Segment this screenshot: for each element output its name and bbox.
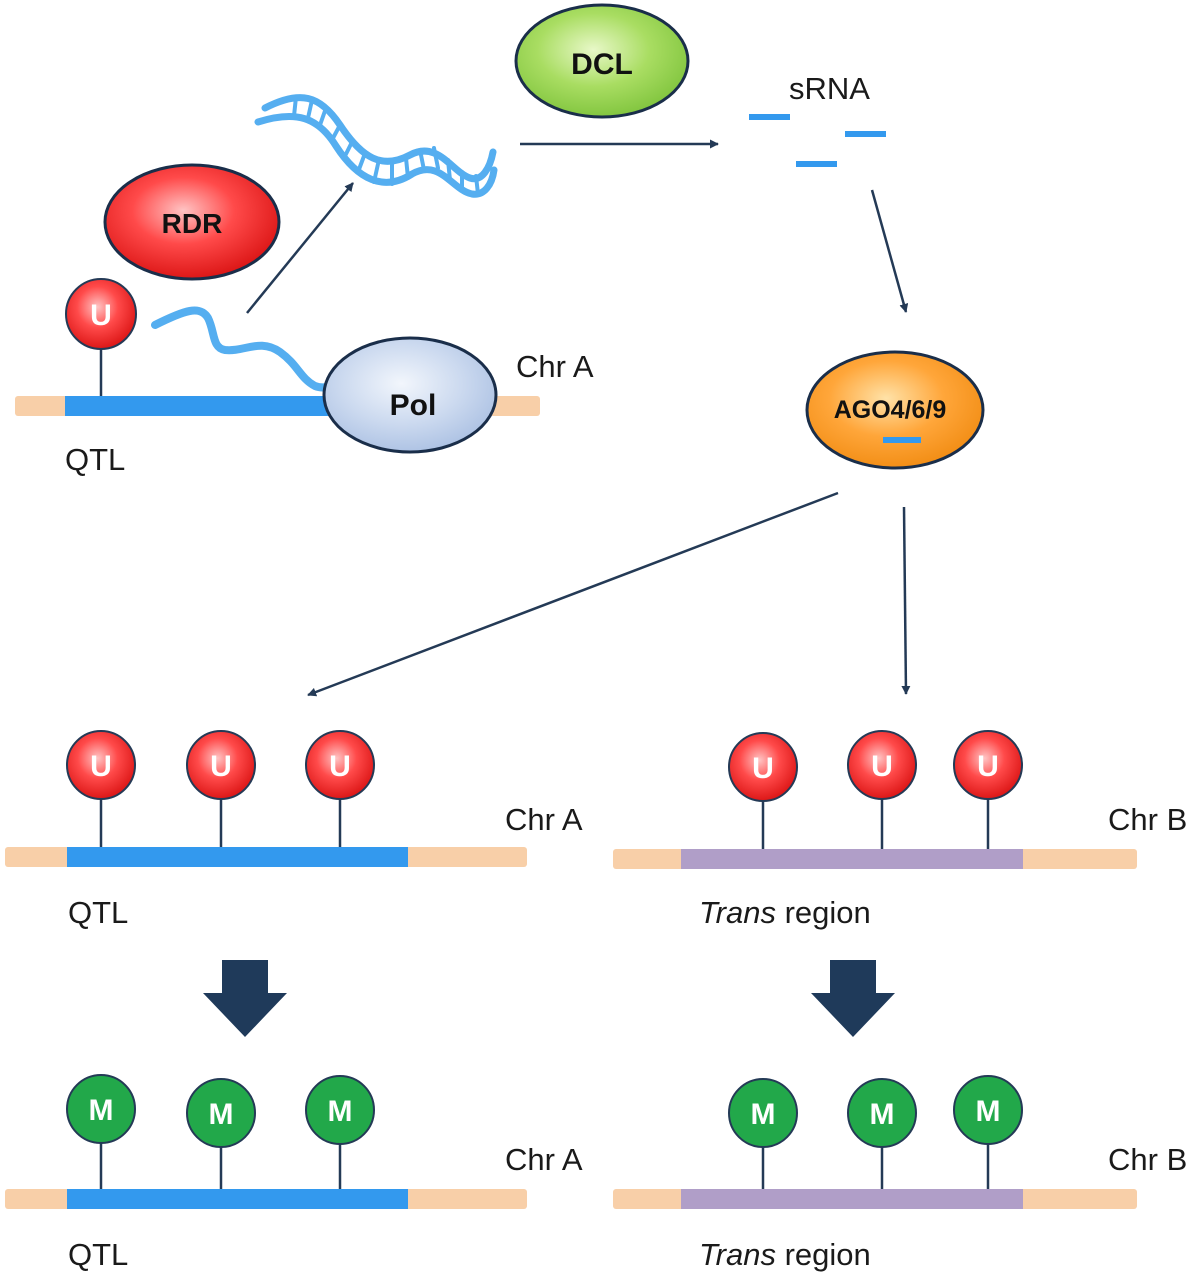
svg-text:M: M: [209, 1098, 234, 1131]
qtl-label: QTL: [68, 895, 128, 930]
qtl-segment: [65, 396, 350, 416]
chromosome-a-label: Chr A: [505, 1142, 583, 1177]
arrow-pol-to-dsrna: [246, 182, 354, 314]
arrow-ago-to-qtl: [307, 491, 839, 697]
qtl-label: QTL: [68, 1237, 128, 1272]
methylated-mark: M: [953, 1075, 1023, 1189]
unmethylated-mark: U: [65, 278, 137, 396]
methylated-mark: M: [305, 1075, 375, 1189]
trans-region-label: Trans region: [699, 895, 871, 930]
unmethylated-mark: U: [66, 730, 136, 847]
chromosome-a-bottom: [5, 1189, 527, 1209]
svg-text:M: M: [870, 1098, 895, 1131]
unmethylated-mark: U: [305, 730, 375, 847]
svg-text:Pol: Pol: [390, 389, 437, 422]
methylated-mark: M: [186, 1078, 256, 1189]
svg-text:U: U: [90, 299, 112, 332]
chromosome-a-label: Chr A: [505, 802, 583, 837]
svg-text:M: M: [89, 1094, 114, 1127]
svg-text:RDR: RDR: [162, 208, 223, 239]
svg-text:U: U: [210, 750, 232, 783]
methylated-mark: M: [66, 1074, 136, 1189]
rdr-enzyme: RDR: [103, 163, 281, 281]
methylated-mark: M: [847, 1078, 917, 1189]
trans-region-label: Trans region: [699, 1237, 871, 1272]
chromosome-a-label: Chr A: [516, 349, 594, 384]
arrow-ago-to-trans: [901, 506, 911, 695]
chromosome-b-middle: [613, 849, 1137, 869]
chromosome-b-bottom: [613, 1189, 1137, 1209]
unmethylated-mark: U: [847, 730, 917, 849]
down-block-arrow-icon: [811, 960, 895, 1037]
chromosome-b-label: Chr B: [1108, 802, 1187, 837]
chromosome-b-label: Chr B: [1108, 1142, 1187, 1177]
svg-text:M: M: [976, 1095, 1001, 1128]
qtl-label: QTL: [65, 442, 125, 477]
methylated-mark: M: [728, 1078, 798, 1189]
single-stranded-rna-icon: [151, 306, 366, 392]
svg-text:U: U: [329, 750, 351, 783]
unmethylated-mark: U: [728, 732, 798, 849]
svg-text:M: M: [328, 1095, 353, 1128]
chromosome-a-middle: [5, 847, 527, 867]
ago-complex: AGO4/6/9: [805, 350, 985, 470]
svg-text:AGO4/6/9: AGO4/6/9: [834, 396, 947, 424]
srna-fragments: [749, 114, 886, 167]
down-block-arrow-icon: [203, 960, 287, 1037]
pol-enzyme: Pol: [322, 336, 498, 454]
double-stranded-rna-icon: [254, 94, 498, 198]
unmethylated-mark: U: [186, 730, 256, 847]
arrow-srna-to-ago: [870, 189, 909, 313]
srna-label: sRNA: [789, 71, 870, 106]
svg-text:U: U: [871, 750, 893, 783]
unmethylated-mark: U: [953, 730, 1023, 849]
svg-text:M: M: [751, 1098, 776, 1131]
svg-text:U: U: [90, 750, 112, 783]
svg-text:U: U: [977, 750, 999, 783]
svg-text:U: U: [752, 752, 774, 785]
dcl-enzyme: DCL: [514, 3, 690, 119]
svg-text:DCL: DCL: [571, 48, 633, 81]
